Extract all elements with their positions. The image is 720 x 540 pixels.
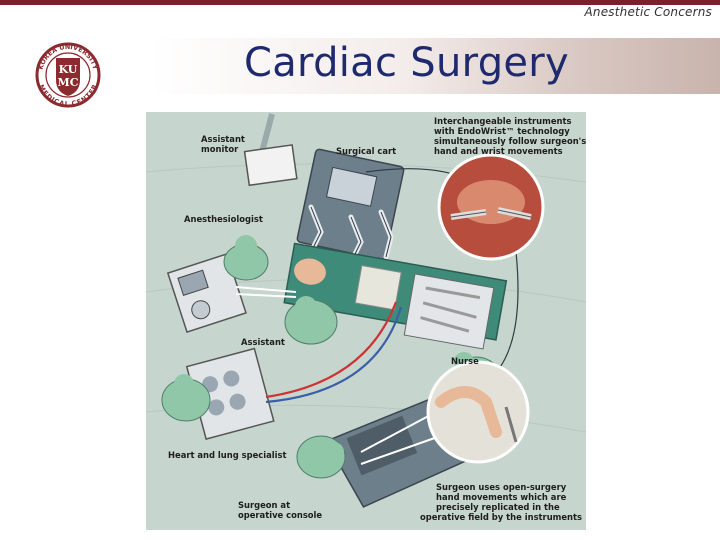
label-instruments-3: simultaneously follow surgeon's [434,136,586,146]
label-surgeon-uses-3: precisely replicated in the [436,502,560,512]
slide-title: Cardiac Surgery [244,40,570,86]
label-instruments-4: hand and wrist movements [434,146,563,156]
operating-room-illustration: Assistant monitor Surgical cart Intercha… [146,112,586,530]
label-anesthesiologist: Anesthesiologist [184,214,263,224]
label-nurse: Nurse [451,356,479,366]
label-surgeon-at-2: operative console [238,510,322,520]
label-assistant-monitor-1: Assistant [201,134,245,144]
section-header: Anesthetic Concerns [584,5,712,19]
logo-monogram-top: KU [59,63,78,76]
label-surgeon-uses-4: operative field by the instruments [420,512,582,522]
title-band [150,38,720,94]
label-surgeon-at-1: Surgeon at [238,500,290,510]
label-heart-lung-specialist: Heart and lung specialist [168,450,287,460]
label-assistant-monitor-2: monitor [201,144,239,154]
top-rule [0,0,720,5]
label-assistant: Assistant [241,337,285,347]
label-surgeon-uses-2: hand movements which are [436,492,567,502]
label-instruments-1: Interchangeable instruments [434,116,572,126]
logo-monogram-bottom: MC [58,76,79,89]
label-instruments-2: with EndoWrist™ technology [434,126,570,136]
label-surgical-cart: Surgical cart [336,146,396,156]
university-logo: KOREA UNIVERSITY MEDICAL CENTER KU MC [28,42,108,108]
label-surgeon-uses-1: Surgeon uses open-surgery [436,482,567,492]
